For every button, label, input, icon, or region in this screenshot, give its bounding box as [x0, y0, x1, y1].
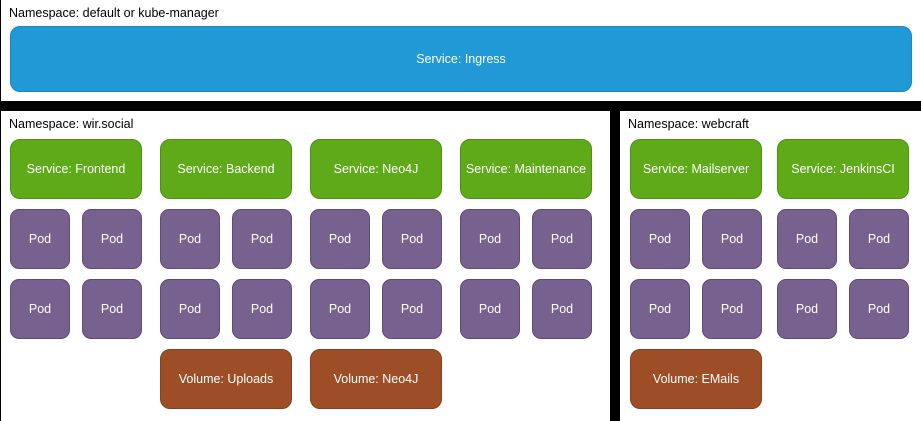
- volume-node-uploads[interactable]: Volume: Uploads: [160, 349, 292, 409]
- pod-node[interactable]: Pod: [232, 209, 292, 269]
- pod-node[interactable]: Pod: [630, 279, 690, 339]
- pod-node[interactable]: Pod: [310, 209, 370, 269]
- service-node-jenkinsci[interactable]: Service: JenkinsCI: [777, 139, 909, 199]
- pod-node[interactable]: Pod: [532, 279, 592, 339]
- pod-node[interactable]: Pod: [160, 279, 220, 339]
- pod-node[interactable]: Pod: [460, 209, 520, 269]
- pod-node[interactable]: Pod: [10, 209, 70, 269]
- service-node-ingress[interactable]: Service: Ingress: [10, 26, 912, 92]
- pod-node[interactable]: Pod: [382, 209, 442, 269]
- volume-node-emails[interactable]: Volume: EMails: [630, 349, 762, 409]
- pod-node[interactable]: Pod: [777, 209, 837, 269]
- namespace-panel-default: Namespace: default or kube-manager Servi…: [1, 0, 921, 101]
- service-node-frontend[interactable]: Service: Frontend: [10, 139, 142, 199]
- namespace-label-default: Namespace: default or kube-manager: [9, 6, 219, 20]
- namespace-panel-webcraft: Namespace: webcraft Service: Mailserver …: [620, 111, 921, 421]
- pod-node[interactable]: Pod: [82, 209, 142, 269]
- pod-node[interactable]: Pod: [310, 279, 370, 339]
- pod-node[interactable]: Pod: [82, 279, 142, 339]
- pod-node[interactable]: Pod: [777, 279, 837, 339]
- service-node-mailserver[interactable]: Service: Mailserver: [630, 139, 762, 199]
- service-node-neo4j[interactable]: Service: Neo4J: [310, 139, 442, 199]
- volume-node-neo4j[interactable]: Volume: Neo4J: [310, 349, 442, 409]
- pod-node[interactable]: Pod: [460, 279, 520, 339]
- pod-node[interactable]: Pod: [849, 209, 909, 269]
- pod-node[interactable]: Pod: [160, 209, 220, 269]
- pod-node[interactable]: Pod: [702, 279, 762, 339]
- service-node-backend[interactable]: Service: Backend: [160, 139, 292, 199]
- pod-node[interactable]: Pod: [702, 209, 762, 269]
- namespace-label-wir-social: Namespace: wir.social: [9, 117, 134, 131]
- namespace-panel-wir-social: Namespace: wir.social Service: Frontend …: [1, 111, 610, 421]
- pod-node[interactable]: Pod: [532, 209, 592, 269]
- pod-node[interactable]: Pod: [849, 279, 909, 339]
- pod-node[interactable]: Pod: [10, 279, 70, 339]
- service-node-maintenance[interactable]: Service: Maintenance: [460, 139, 592, 199]
- pod-node[interactable]: Pod: [232, 279, 292, 339]
- pod-node[interactable]: Pod: [630, 209, 690, 269]
- namespace-label-webcraft: Namespace: webcraft: [628, 117, 749, 131]
- pod-node[interactable]: Pod: [382, 279, 442, 339]
